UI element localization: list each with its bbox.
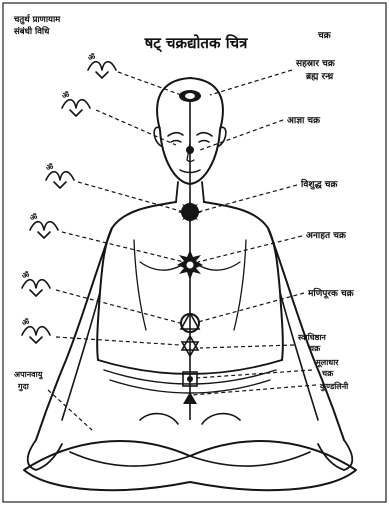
label-anahata: अनाहत चक्र: [306, 231, 347, 241]
svg-text:ॐ: ॐ: [22, 318, 30, 327]
label-svadhisthana-line-1: स्वाधिष्ठान: [297, 332, 326, 342]
marker-ajna: [186, 146, 194, 154]
corner-label-line-1: चतुर्थ प्राणायाम: [13, 14, 61, 25]
breath-icon-5: ॐ: [22, 271, 50, 296]
breath-icon-1: ॐ: [88, 53, 116, 78]
svg-text:ॐ: ॐ: [88, 53, 96, 62]
svg-text:ॐ: ॐ: [46, 163, 54, 172]
svg-text:ॐ: ॐ: [62, 91, 70, 100]
chakra-column-header: चक्र: [317, 31, 332, 41]
breath-icon-2: ॐ: [62, 91, 90, 116]
label-vishuddha: विशुद्ध चक्र: [300, 178, 338, 190]
label-sahasrara-line-1: सहस्रार चक्र: [295, 59, 336, 69]
label-muladhara-line-1: मूलाधार: [315, 358, 339, 368]
label-ajna: आज्ञा चक्र: [287, 116, 321, 126]
left-leader-lines: [56, 72, 184, 345]
marker-kundalini: [183, 392, 197, 404]
label-sahasrara-line-2: ब्रह्म रन्ध्र: [305, 72, 334, 82]
marker-vishuddha: [178, 200, 202, 224]
label-muladhara-line-2: चक्र: [321, 369, 334, 378]
diagram-title: षट् चक्रद्योतक चित्र: [144, 34, 249, 53]
label-manipura: मणिपूरक चक्र: [307, 287, 355, 299]
breath-icon-3: ॐ: [46, 163, 74, 188]
svg-text:ॐ: ॐ: [22, 271, 30, 280]
breath-icon-4: ॐ: [30, 213, 58, 238]
breath-icons: ॐ ॐ ॐ ॐ ॐ ॐ: [22, 53, 116, 343]
marker-sahasrara: [179, 90, 201, 102]
svg-text:ॐ: ॐ: [30, 213, 38, 222]
marker-anahata: [177, 250, 203, 280]
left-note-line-1: अपानवायु: [14, 370, 43, 380]
corner-label-line-2: संबंधी विधि: [13, 26, 50, 37]
breath-icon-6: ॐ: [22, 318, 50, 343]
crossed-legs: [24, 441, 356, 490]
left-note-line-2: गुदा: [17, 382, 30, 392]
